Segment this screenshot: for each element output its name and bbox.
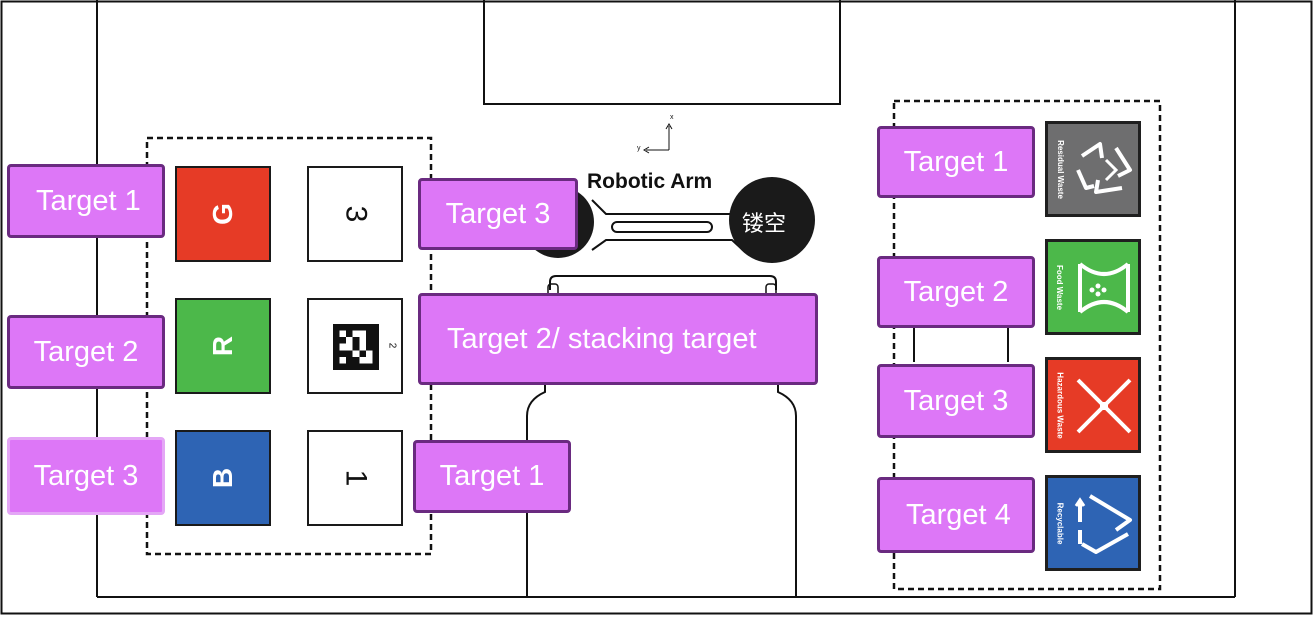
robotic-arm-title: Robotic Arm [587, 170, 713, 193]
center-target-1-label: Target 1 [413, 440, 571, 513]
left-target-3-label: Target 3 [7, 437, 165, 515]
hazardous-waste-icon [1076, 378, 1132, 434]
bin-label: Recyclable [1055, 502, 1065, 544]
residual-waste-bin: Residual Waste [1045, 121, 1141, 217]
block-letter: R [206, 335, 238, 357]
bin-target-1-label: Target 1 [877, 126, 1035, 198]
left-target-1-label: Target 1 [7, 164, 165, 238]
recyclable-icon [1074, 494, 1132, 554]
marker-number: 2 [386, 342, 398, 349]
axis-y-label: y [637, 145, 641, 152]
center-target-3-label: Target 3 [418, 178, 578, 250]
bin-label: Residual Waste [1055, 139, 1065, 199]
food-waste-bin: Food Waste [1045, 239, 1141, 335]
bin-target-4-label: Target 4 [877, 477, 1035, 553]
fiducial-marker-icon [333, 324, 379, 370]
marker-block: 2 [307, 298, 403, 394]
block-letter: G [207, 203, 238, 225]
color-block-r: R [175, 298, 271, 394]
food-waste-icon [1078, 262, 1130, 314]
block-letter: B [206, 467, 238, 489]
left-target-2-label: Target 2 [7, 315, 165, 389]
residual-waste-icon [1076, 142, 1132, 194]
color-block-g: G [175, 166, 271, 262]
number-block-1: 1 [307, 430, 403, 526]
bin-target-3-label: Target 3 [877, 364, 1035, 438]
recyclable-bin: Recyclable [1045, 475, 1141, 571]
number-block-3: 3 [307, 166, 403, 262]
axis-x-label: x [670, 114, 674, 121]
bin-label: Hazardous Waste [1055, 371, 1065, 439]
block-number: 1 [339, 469, 372, 487]
stacking-target-label: Target 2/ stacking target [418, 293, 818, 385]
color-block-b: B [175, 430, 271, 526]
bin-target-2-label: Target 2 [877, 256, 1035, 328]
hazardous-waste-bin: Hazardous Waste [1045, 357, 1141, 453]
hollow-label: 镂空 [742, 212, 787, 237]
block-number: 3 [339, 205, 372, 223]
bin-label: Food Waste [1055, 264, 1065, 310]
